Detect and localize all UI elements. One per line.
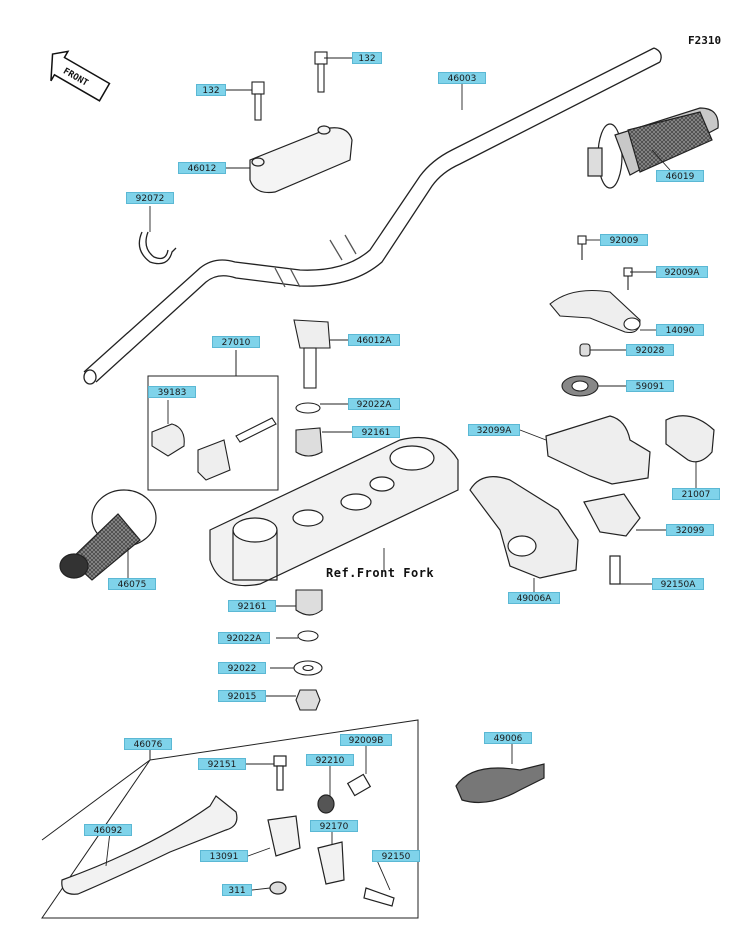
lower-hardware (293, 589, 323, 711)
callout-92022A-bottom[interactable]: 92022A (218, 632, 270, 644)
callout-132-b[interactable]: 132 (196, 84, 226, 96)
callout-92210[interactable]: 92210 (306, 754, 354, 766)
figure-code: F2310 (688, 34, 722, 47)
callout-14090[interactable]: 14090 (656, 324, 704, 336)
callout-21007[interactable]: 21007 (672, 488, 720, 500)
callout-92161-top[interactable]: 92161 (352, 426, 400, 438)
callout-46092[interactable]: 46092 (84, 824, 132, 836)
callout-46075[interactable]: 46075 (108, 578, 156, 590)
callout-92022A-top[interactable]: 92022A (348, 398, 400, 410)
callout-49006A[interactable]: 49006A (508, 592, 560, 604)
callout-46076[interactable]: 46076 (124, 738, 172, 750)
right-grip (587, 107, 719, 189)
front-arrow-icon: FRONT (50, 50, 111, 102)
handlebar (83, 47, 662, 385)
callout-132-a[interactable]: 132 (352, 52, 382, 64)
leader-lines (105, 57, 697, 891)
callout-32099A[interactable]: 32099A (468, 424, 520, 436)
callout-39183[interactable]: 39183 (148, 386, 196, 398)
callout-92170[interactable]: 92170 (310, 820, 358, 832)
throttle-housing (469, 415, 715, 585)
clamp-92072 (138, 231, 177, 265)
callout-27010[interactable]: 27010 (212, 336, 260, 348)
lever-cover (455, 763, 545, 803)
callout-92028[interactable]: 92028 (626, 344, 674, 356)
callout-46012[interactable]: 46012 (178, 162, 226, 174)
callout-13091[interactable]: 13091 (200, 850, 248, 862)
callout-92009A[interactable]: 92009A (656, 266, 708, 278)
callout-46003[interactable]: 46003 (438, 72, 486, 84)
callout-32099[interactable]: 32099 (666, 524, 714, 536)
reference-label: Ref.Front Fork (326, 566, 435, 580)
callout-46019[interactable]: 46019 (656, 170, 704, 182)
switch-parts (151, 417, 277, 481)
cable-bracket (549, 235, 641, 397)
callout-59091[interactable]: 59091 (626, 380, 674, 392)
handlebar-holder (293, 319, 331, 457)
clutch-lever (61, 755, 395, 907)
callout-49006[interactable]: 49006 (484, 732, 532, 744)
callout-92161-bottom[interactable]: 92161 (228, 600, 276, 612)
bolt-132 (251, 51, 328, 121)
steering-stem-clamp (209, 436, 459, 587)
callout-92009[interactable]: 92009 (600, 234, 648, 246)
handlebar-clamp (249, 125, 353, 194)
callout-311[interactable]: 311 (222, 884, 252, 896)
callout-92022[interactable]: 92022 (218, 662, 266, 674)
callout-92150[interactable]: 92150 (372, 850, 420, 862)
callout-46012A[interactable]: 46012A (348, 334, 400, 346)
callout-92151[interactable]: 92151 (198, 758, 246, 770)
callout-92009B[interactable]: 92009B (340, 734, 392, 746)
left-grip (59, 489, 157, 581)
callout-92150A[interactable]: 92150A (652, 578, 704, 590)
switch-group-box (147, 350, 279, 491)
callout-92015[interactable]: 92015 (218, 690, 266, 702)
callout-92072[interactable]: 92072 (126, 192, 174, 204)
